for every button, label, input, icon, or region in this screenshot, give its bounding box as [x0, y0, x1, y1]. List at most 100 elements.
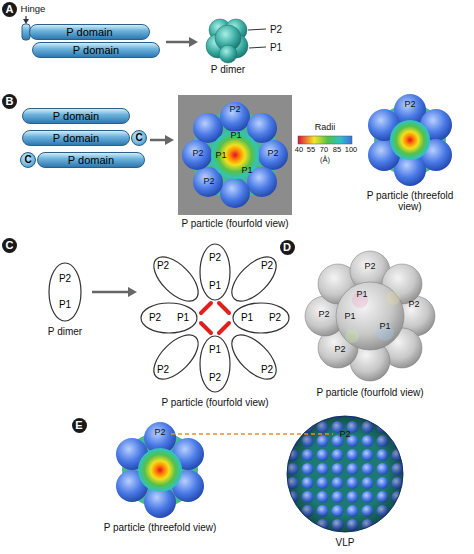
scale-number: 40 [295, 146, 303, 154]
radii-colorbar [298, 136, 352, 144]
p1-dimer-links [201, 303, 229, 333]
process-arrow [150, 139, 165, 142]
p-dimer-ellipse: P2P1 [199, 243, 231, 301]
ellipse-outline [199, 243, 231, 301]
domain-label: P domain [53, 111, 99, 122]
caption: P particle (fourfold view) [316, 387, 423, 398]
subdomain-label: P2 [157, 261, 169, 271]
leader-line [249, 47, 266, 48]
process-arrow-head [165, 135, 174, 145]
p-particle-fourfold [182, 102, 288, 208]
ellipse-outline [225, 250, 283, 308]
domain-label: P2 [334, 345, 345, 355]
p1-core [138, 448, 182, 492]
ellipse-shape [146, 249, 205, 308]
domain-label: P1 [379, 322, 390, 332]
scale-number: 55 [307, 146, 315, 154]
ellipse-shape [200, 244, 230, 300]
caption: P particle (fourfold view) [161, 397, 268, 408]
p-dimer-ellipse: P2 [147, 328, 205, 386]
p-particle-threefold [116, 422, 204, 518]
correspondence-line [171, 433, 333, 435]
p-particle-surface-grey [305, 251, 435, 381]
scale-number: 85 [333, 146, 341, 154]
p1-link [219, 323, 229, 333]
domain-label: P2 [364, 262, 375, 272]
p2-lobe [182, 140, 212, 170]
scale-number: 100 [345, 146, 358, 154]
subdomain-label: P1 [241, 313, 253, 323]
p1-link [201, 303, 211, 313]
ellipse-shape [146, 327, 205, 386]
c-terminus-circle: C [131, 130, 147, 146]
ellipse-shape [141, 303, 197, 333]
domain-label: P1 [230, 131, 241, 141]
domain-label: P1 [270, 42, 282, 53]
ellipse-outline [147, 250, 205, 308]
ellipse-shape [233, 303, 289, 333]
domain-label: P1 [356, 290, 367, 300]
panel-letter: D [280, 240, 295, 255]
p-dimer-ellipse: P2 P1 [140, 302, 198, 334]
surface-tint [386, 291, 400, 305]
scale-title: Radii [315, 123, 336, 133]
p1-core [336, 282, 404, 350]
surface-lobe [219, 45, 237, 63]
subdomain-label: P1 [209, 281, 221, 291]
panel-letter: A [2, 2, 17, 17]
ellipse-outline [225, 328, 283, 386]
domain-label: P2 [229, 105, 240, 115]
p-dimer-ellipse: P1P2 [199, 335, 231, 393]
p-dimer-surface [206, 19, 248, 63]
domain-label: P2 [339, 430, 350, 440]
subdomain-label: P2 [149, 313, 161, 323]
p-domain-bar: P domain [22, 108, 130, 124]
domain-label: P domain [66, 27, 112, 38]
ellipse-shape [200, 336, 230, 392]
p1-core [390, 120, 430, 160]
ellipse-shape [224, 249, 283, 308]
domain-label: P2 [154, 428, 165, 438]
p2-lobe [220, 178, 250, 208]
caption: P particle (threefold view) [104, 522, 217, 533]
caption: P particle (threefold view) [355, 190, 465, 212]
subdomain-label: P2 [209, 253, 221, 263]
callout-label: Hinge [21, 4, 46, 14]
p2-lobe [258, 140, 288, 170]
domain-label: P2 [192, 149, 203, 159]
ellipse-outline [140, 302, 198, 334]
subdomain-label: P2 [261, 365, 273, 375]
domain-label: P1 [344, 312, 355, 322]
p2-lobe [382, 264, 422, 304]
scale-number: 70 [320, 146, 328, 154]
subdomain-label: P2 [59, 274, 71, 284]
ellipse-outline [48, 262, 82, 322]
caption: P dimer [211, 64, 245, 75]
subdomain-label: P1 [177, 313, 189, 323]
p-particle-threefold [368, 94, 452, 186]
terminus-label: C [135, 133, 142, 143]
domain-label: P2 [203, 177, 214, 187]
process-arrow-head [128, 287, 137, 297]
domain-label: P2 [404, 100, 415, 110]
subdomain-label: P1 [59, 300, 71, 310]
subdomain-label: P2 [209, 373, 221, 383]
p-dimer-ellipse: P1P2 [232, 302, 290, 334]
p-domain-bar: P domain [32, 42, 160, 58]
p-dimer-ellipse: P2 [225, 328, 283, 386]
p1-link [219, 303, 229, 313]
p1-core [211, 131, 259, 179]
subdomain-label: P2 [157, 365, 169, 375]
domain-label: P1 [241, 166, 252, 176]
leader-line [248, 29, 266, 30]
c-terminus-circle: C [20, 152, 36, 168]
p2-lobe [220, 102, 250, 132]
domain-label: P domain [73, 45, 119, 56]
ellipse-shape [224, 327, 283, 386]
scale-unit: (Å) [320, 156, 330, 164]
panel-letter: C [2, 238, 17, 253]
ellipse-outline [232, 302, 290, 334]
subdomain-label: P1 [209, 345, 221, 355]
process-arrow [92, 291, 128, 294]
p-dimer-ellipse: P2 [225, 250, 283, 308]
